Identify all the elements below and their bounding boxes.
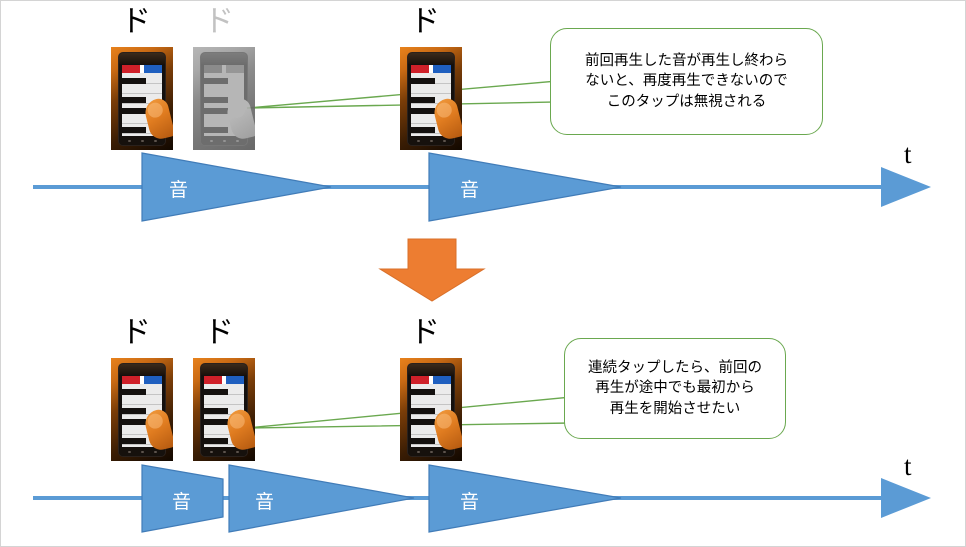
phone-navbar	[408, 448, 454, 456]
phone-tab-blue	[144, 376, 162, 384]
phone-tab-blue	[144, 65, 162, 73]
bottom-phone-2	[193, 358, 255, 461]
top-callout-text: 前回再生した音が再生し終わら ないと、再度再生できないので このタップは無視され…	[585, 52, 788, 110]
bottom-sound-2-shape	[228, 464, 415, 533]
top-callout: 前回再生した音が再生し終わら ないと、再度再生できないので このタップは無視され…	[550, 28, 823, 135]
phone-tab-gap	[140, 376, 144, 384]
bottom-tap-label-2: ド	[204, 315, 234, 350]
phone-navbar	[201, 448, 247, 456]
phone-topbar	[408, 364, 454, 375]
bottom-sound-2-label: 音	[255, 491, 275, 513]
phone-topbar	[119, 53, 165, 64]
phone-tab-red	[411, 65, 429, 73]
bottom-callout-text: 連続タップしたら、前回の 再生が途中でも最初から 再生を開始させたい	[588, 359, 762, 417]
bottom-sound-3-label: 音	[460, 491, 480, 513]
transition-down-arrow-icon	[378, 238, 486, 302]
top-axis-label-t: t	[904, 139, 912, 169]
phone-tab-gap	[222, 376, 226, 384]
phone-tab-red	[411, 376, 429, 384]
top-sound-1-shape	[141, 152, 332, 222]
phone-topbar	[408, 53, 454, 64]
phone-navbar	[408, 137, 454, 145]
phone-tab-red	[204, 376, 222, 384]
phone-tab-blue	[433, 65, 451, 73]
bottom-sound-1-shape	[141, 464, 224, 533]
bottom-tap-label-3: ド	[410, 315, 440, 350]
bottom-tap-label-1: ド	[121, 315, 151, 350]
top-time-axis-arrowhead	[881, 167, 931, 207]
top-phone-1	[111, 47, 173, 150]
phone-tabbar	[122, 376, 162, 384]
top-tap-label-3: ド	[410, 4, 440, 39]
phone-tab-gap	[429, 376, 433, 384]
phone-tab-gap	[429, 65, 433, 73]
top-phone-3	[400, 47, 462, 150]
top-tap-label-1: ド	[121, 4, 151, 39]
bottom-sound-1-label: 音	[172, 491, 192, 513]
phone-tabbar	[122, 65, 162, 73]
phone-tab-red	[204, 65, 222, 73]
top-tap-label-2: ド	[204, 4, 234, 39]
phone-tab-red	[122, 65, 140, 73]
top-phone-2-ignored	[193, 47, 255, 150]
phone-topbar	[201, 53, 247, 64]
phone-tabbar	[204, 376, 244, 384]
phone-tab-blue	[226, 65, 244, 73]
phone-navbar	[201, 137, 247, 145]
phone-tab-gap	[140, 65, 144, 73]
bottom-phone-1	[111, 358, 173, 461]
phone-tabbar	[204, 65, 244, 73]
phone-tab-blue	[226, 376, 244, 384]
top-sound-2-shape	[428, 152, 622, 222]
phone-tabbar	[411, 65, 451, 73]
phone-topbar	[201, 364, 247, 375]
bottom-phone-3	[400, 358, 462, 461]
phone-tabbar	[411, 376, 451, 384]
phone-navbar	[119, 137, 165, 145]
phone-tab-blue	[433, 376, 451, 384]
top-sound-2-label: 音	[460, 179, 480, 201]
top-sound-1-label: 音	[169, 179, 189, 201]
bottom-axis-label-t: t	[904, 451, 912, 481]
bottom-callout: 連続タップしたら、前回の 再生が途中でも最初から 再生を開始させたい	[564, 338, 786, 439]
phone-navbar	[119, 448, 165, 456]
phone-tab-red	[122, 376, 140, 384]
phone-tab-gap	[222, 65, 226, 73]
bottom-sound-3-shape	[428, 464, 622, 533]
phone-topbar	[119, 364, 165, 375]
bottom-time-axis-arrowhead	[881, 478, 931, 518]
